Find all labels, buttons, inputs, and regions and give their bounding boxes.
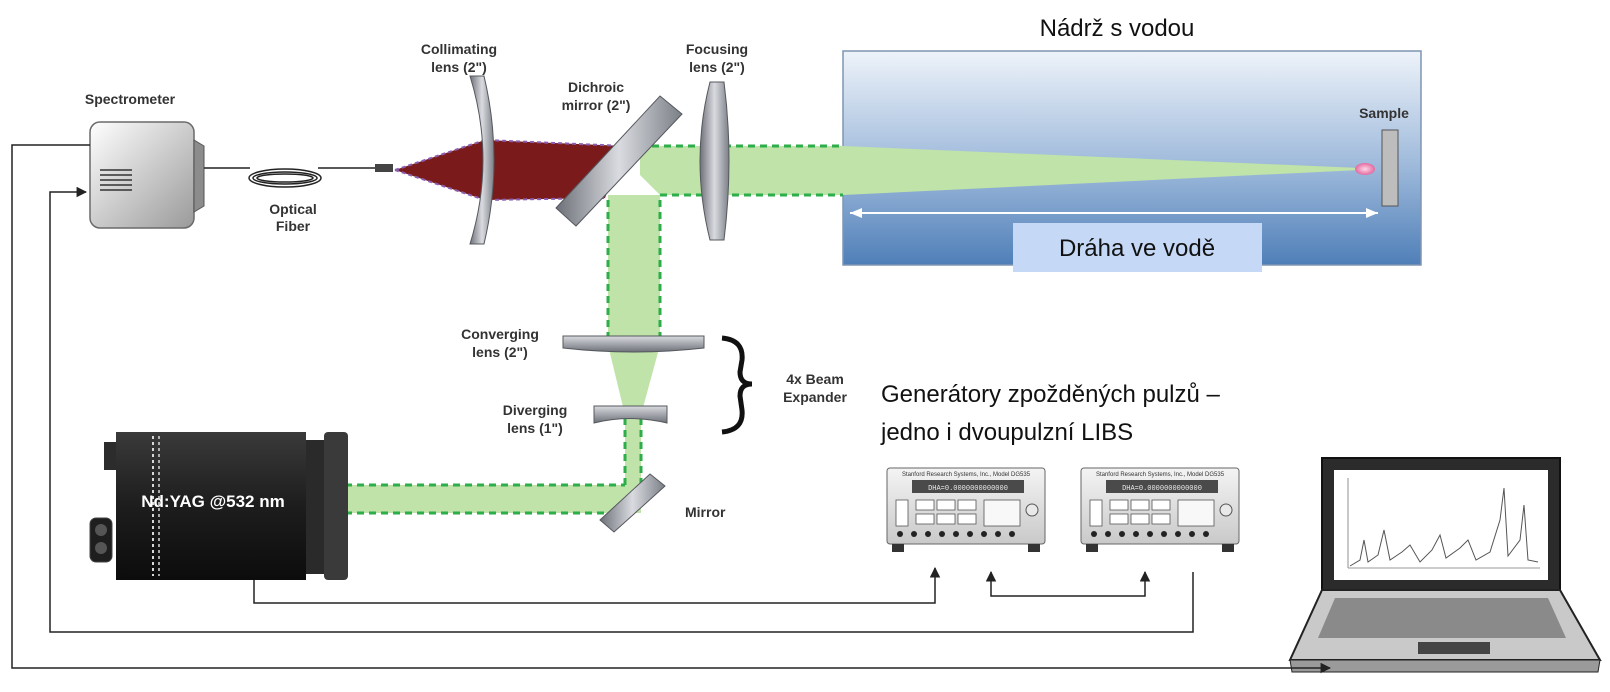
delay-generator-2-header: Stanford Research Systems, Inc., Model D… (1096, 472, 1225, 478)
steering-mirror (599, 473, 666, 533)
dichroic-mirror-label-1: Dichroic (568, 79, 624, 95)
focusing-lens-label-2: lens (2") (689, 59, 745, 75)
optical-fiber-label-1: Optical (269, 201, 316, 217)
beam-expander-label-2: Expander (783, 389, 847, 405)
optical-fiber-label-2: Fiber (276, 218, 311, 234)
path-in-water-arrow (850, 208, 1378, 218)
dichroic-mirror-label-2: mirror (2") (562, 97, 631, 113)
mirror-label: Mirror (685, 504, 726, 520)
nd-yag-laser (89, 432, 348, 580)
tank-title: Nádrž s vodou (1040, 15, 1195, 42)
delay-generator-1-display: DHA=0.0000000000000 (928, 485, 1008, 493)
converging-lens-label-2: lens (2") (472, 344, 528, 360)
spectrometer-label: Spectrometer (85, 91, 176, 107)
laser-label: Nd:YAG @532 nm (141, 492, 285, 511)
connection-wiring (11, 144, 1332, 674)
focusing-lens (699, 81, 730, 241)
delay-generator-1-header: Stanford Research Systems, Inc., Model D… (902, 472, 1031, 478)
diverging-lens (593, 405, 668, 424)
collimating-lens-label-2: lens (2") (431, 59, 487, 75)
spectrum-plot-icon (1347, 478, 1540, 569)
laser-beam-path (345, 144, 1360, 515)
path-in-water-label: Dráha ve vodě (1059, 235, 1215, 262)
sample (1355, 129, 1399, 207)
laptop-icon (1288, 457, 1602, 673)
diverging-lens-label-2: lens (1") (507, 420, 563, 436)
delay-generator-2-display: DHA=0.0000000000000 (1122, 485, 1202, 493)
converging-lens-label-1: Converging (461, 326, 539, 342)
diverging-lens-label-1: Diverging (503, 402, 568, 418)
beam-expander-brace (721, 335, 753, 435)
delay-generator-1: Stanford Research Systems, Inc., Model D… (886, 467, 1046, 552)
beam-expander-label-1: 4x Beam (786, 371, 844, 387)
optical-fiber (204, 164, 393, 188)
focusing-lens-label-1: Focusing (686, 41, 748, 57)
collimating-lens (469, 75, 495, 245)
generators-caption-line2: jedno i dvoupulzní LIBS (880, 419, 1133, 446)
spectrometer (89, 121, 205, 229)
delay-generator-2: Stanford Research Systems, Inc., Model D… (1080, 467, 1240, 552)
spectrometer-grating-icon (100, 169, 132, 191)
dichroic-mirror (555, 95, 683, 227)
sample-label: Sample (1359, 105, 1409, 121)
converging-lens (562, 335, 705, 353)
generators-caption-line1: Generátory zpožděných pulzů – (881, 381, 1221, 408)
collimating-lens-label-1: Collimating (421, 41, 497, 57)
path-in-water-box (1013, 223, 1262, 272)
